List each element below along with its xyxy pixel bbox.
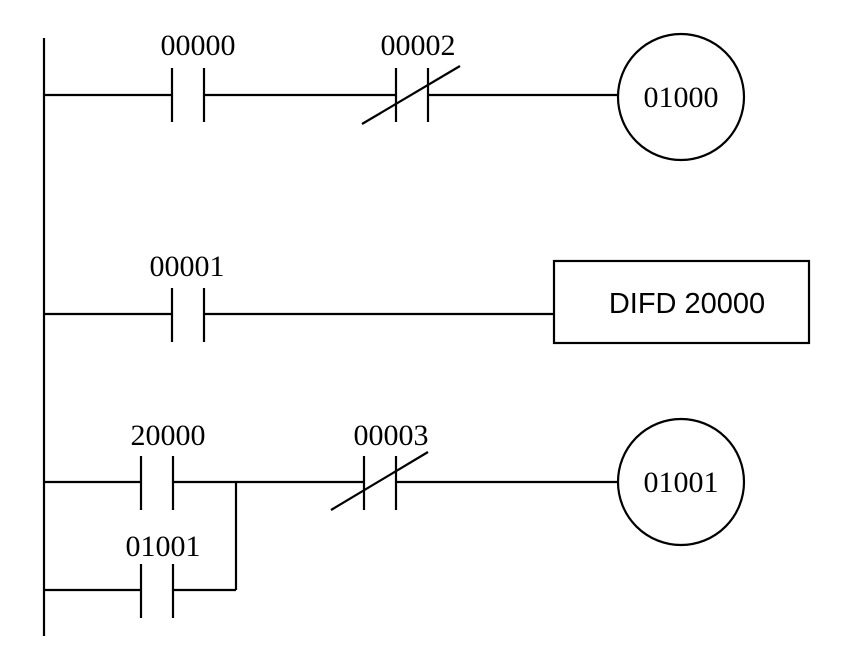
contact-nc-00003 xyxy=(330,451,429,511)
coil-label: 01001 xyxy=(644,466,719,499)
output-coil-01000 xyxy=(616,32,746,162)
rung-1: 00000 00002 01000 xyxy=(44,29,746,162)
contact-no-20000 xyxy=(139,456,175,510)
contact-label: 20000 xyxy=(131,419,206,452)
contact-label: 00003 xyxy=(354,419,429,452)
coil-label: 01000 xyxy=(644,81,719,114)
contact-no-00000 xyxy=(170,68,206,122)
contact-label: 00000 xyxy=(161,29,236,62)
rung-2: 00001 DIFD 20000 xyxy=(44,250,811,345)
contact-no-00001 xyxy=(170,288,206,342)
contact-no-01001 xyxy=(139,564,175,618)
contact-label: 00002 xyxy=(381,29,456,62)
instruction-label: DIFD 20000 xyxy=(609,288,765,320)
contact-label: 01001 xyxy=(126,530,201,563)
contact-nc-00002 xyxy=(361,65,461,125)
output-coil-01001 xyxy=(616,417,746,547)
difd-instruction-box xyxy=(552,259,811,345)
contact-label: 00001 xyxy=(150,250,225,283)
rung-3: 20000 01001 00003 01001 xyxy=(44,417,746,618)
